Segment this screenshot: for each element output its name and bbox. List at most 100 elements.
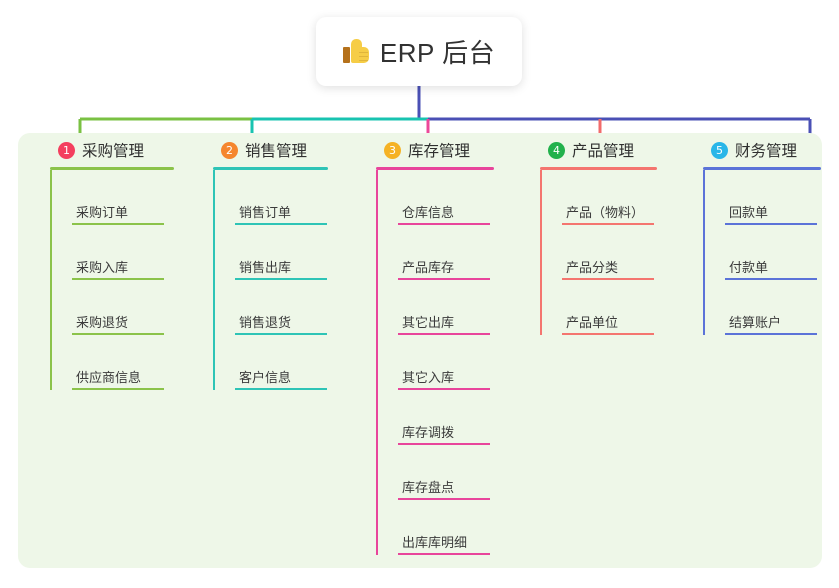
leaf-node[interactable]: 其它入库	[398, 335, 526, 390]
column-badge-3: 3	[384, 141, 401, 159]
leaf-node[interactable]: 销售退货	[235, 280, 363, 335]
leaf-node[interactable]: 其它出库	[398, 280, 526, 335]
column-header-4[interactable]: 4 产品管理	[530, 133, 690, 167]
leaf-node[interactable]: 采购入库	[72, 225, 200, 280]
leaf-underline	[398, 388, 490, 390]
leaf-label: 付款单	[729, 260, 769, 275]
leaf-underline	[398, 443, 490, 445]
column-children-5: 回款单付款单结算账户	[703, 170, 839, 335]
leaf-node[interactable]: 库存盘点	[398, 445, 526, 500]
leaf-label: 销售退货	[239, 315, 292, 330]
column-title-3: 库存管理	[408, 143, 471, 160]
column-spine-3	[376, 170, 378, 555]
leaf-node[interactable]: 回款单	[725, 170, 839, 225]
leaf-node[interactable]: 付款单	[725, 225, 839, 280]
leaf-underline	[235, 278, 327, 280]
leaf-underline	[235, 333, 327, 335]
leaf-underline	[725, 223, 817, 225]
leaf-label: 供应商信息	[76, 370, 142, 385]
leaf-label: 回款单	[729, 205, 769, 220]
leaf-underline	[72, 333, 164, 335]
leaf-label: 销售订单	[239, 205, 292, 220]
leaf-label: 客户信息	[239, 370, 292, 385]
column-badge-5: 5	[711, 141, 728, 159]
column-title-5: 财务管理	[735, 143, 798, 160]
leaf-node[interactable]: 采购订单	[72, 170, 200, 225]
leaf-underline	[72, 388, 164, 390]
leaf-underline	[725, 333, 817, 335]
leaf-label: 出库库明细	[402, 535, 468, 550]
leaf-underline	[72, 278, 164, 280]
leaf-node[interactable]: 出库库明细	[398, 500, 526, 555]
leaf-node[interactable]: 结算账户	[725, 280, 839, 335]
leaf-label: 采购入库	[76, 260, 129, 275]
leaf-label: 其它出库	[402, 315, 455, 330]
root-node-title: ERP 后台	[379, 38, 496, 68]
leaf-underline	[725, 278, 817, 280]
column-spine-1	[50, 170, 52, 390]
column-采购管理: 1 采购管理采购订单采购入库采购退货供应商信息	[40, 133, 200, 390]
leaf-underline	[398, 223, 490, 225]
leaf-underline	[562, 333, 654, 335]
thumbs-up-icon	[342, 38, 370, 65]
leaf-underline	[235, 223, 327, 225]
column-underline-2	[213, 167, 328, 170]
leaf-label: 库存调拨	[402, 425, 455, 440]
leaf-label: 产品单位	[566, 315, 619, 330]
leaf-underline	[398, 498, 490, 500]
column-header-5[interactable]: 5 财务管理	[693, 133, 839, 167]
columns-container: 1 采购管理采购订单采购入库采购退货供应商信息 2 销售管理销售订单销售出库销售退货客…	[18, 133, 822, 568]
leaf-label: 库存盘点	[402, 480, 455, 495]
diagram-panel	[18, 133, 822, 568]
column-badge-2: 2	[221, 141, 238, 159]
column-库存管理: 3 库存管理仓库信息产品库存其它出库其它入库库存调拨库存盘点出库库明细	[366, 133, 526, 555]
leaf-label: 销售出库	[239, 260, 292, 275]
column-underline-1	[50, 167, 174, 170]
column-spine-2	[213, 170, 215, 390]
leaf-underline	[235, 388, 327, 390]
leaf-label: 仓库信息	[402, 205, 455, 220]
leaf-node[interactable]: 采购退货	[72, 280, 200, 335]
leaf-label: 采购订单	[76, 205, 129, 220]
leaf-node[interactable]: 销售订单	[235, 170, 363, 225]
leaf-node[interactable]: 销售出库	[235, 225, 363, 280]
leaf-label: 结算账户	[729, 315, 782, 330]
leaf-underline	[562, 223, 654, 225]
leaf-node[interactable]: 产品分类	[562, 225, 690, 280]
root-node-card[interactable]: ERP 后台	[316, 17, 522, 86]
column-children-1: 采购订单采购入库采购退货供应商信息	[50, 170, 200, 390]
column-header-3[interactable]: 3 库存管理	[366, 133, 526, 167]
column-header-1[interactable]: 1 采购管理	[40, 133, 200, 167]
column-children-2: 销售订单销售出库销售退货客户信息	[213, 170, 363, 390]
leaf-node[interactable]: 库存调拨	[398, 390, 526, 445]
column-children-3: 仓库信息产品库存其它出库其它入库库存调拨库存盘点出库库明细	[376, 170, 526, 555]
leaf-node[interactable]: 产品单位	[562, 280, 690, 335]
column-title-2: 销售管理	[245, 143, 308, 160]
column-spine-4	[540, 170, 542, 335]
leaf-label: 产品库存	[402, 260, 455, 275]
leaf-label: 产品（物料）	[566, 205, 645, 220]
leaf-node[interactable]: 产品（物料）	[562, 170, 690, 225]
column-财务管理: 5 财务管理回款单付款单结算账户	[693, 133, 839, 335]
leaf-underline	[562, 278, 654, 280]
leaf-underline	[398, 553, 490, 555]
column-badge-1: 1	[58, 141, 75, 159]
column-spine-5	[703, 170, 705, 335]
column-underline-4	[540, 167, 657, 170]
column-title-1: 采购管理	[82, 143, 145, 160]
leaf-label: 产品分类	[566, 260, 619, 275]
column-underline-5	[703, 167, 821, 170]
column-产品管理: 4 产品管理产品（物料） 产品分类产品单位	[530, 133, 690, 335]
leaf-label: 其它入库	[402, 370, 455, 385]
leaf-node[interactable]: 供应商信息	[72, 335, 200, 390]
column-underline-3	[376, 167, 494, 170]
column-header-2[interactable]: 2 销售管理	[203, 133, 363, 167]
leaf-underline	[398, 333, 490, 335]
leaf-node[interactable]: 仓库信息	[398, 170, 526, 225]
column-badge-4: 4	[548, 141, 565, 159]
leaf-node[interactable]: 客户信息	[235, 335, 363, 390]
leaf-node[interactable]: 产品库存	[398, 225, 526, 280]
column-children-4: 产品（物料） 产品分类产品单位	[540, 170, 690, 335]
column-title-4: 产品管理	[572, 143, 635, 160]
leaf-underline	[72, 223, 164, 225]
